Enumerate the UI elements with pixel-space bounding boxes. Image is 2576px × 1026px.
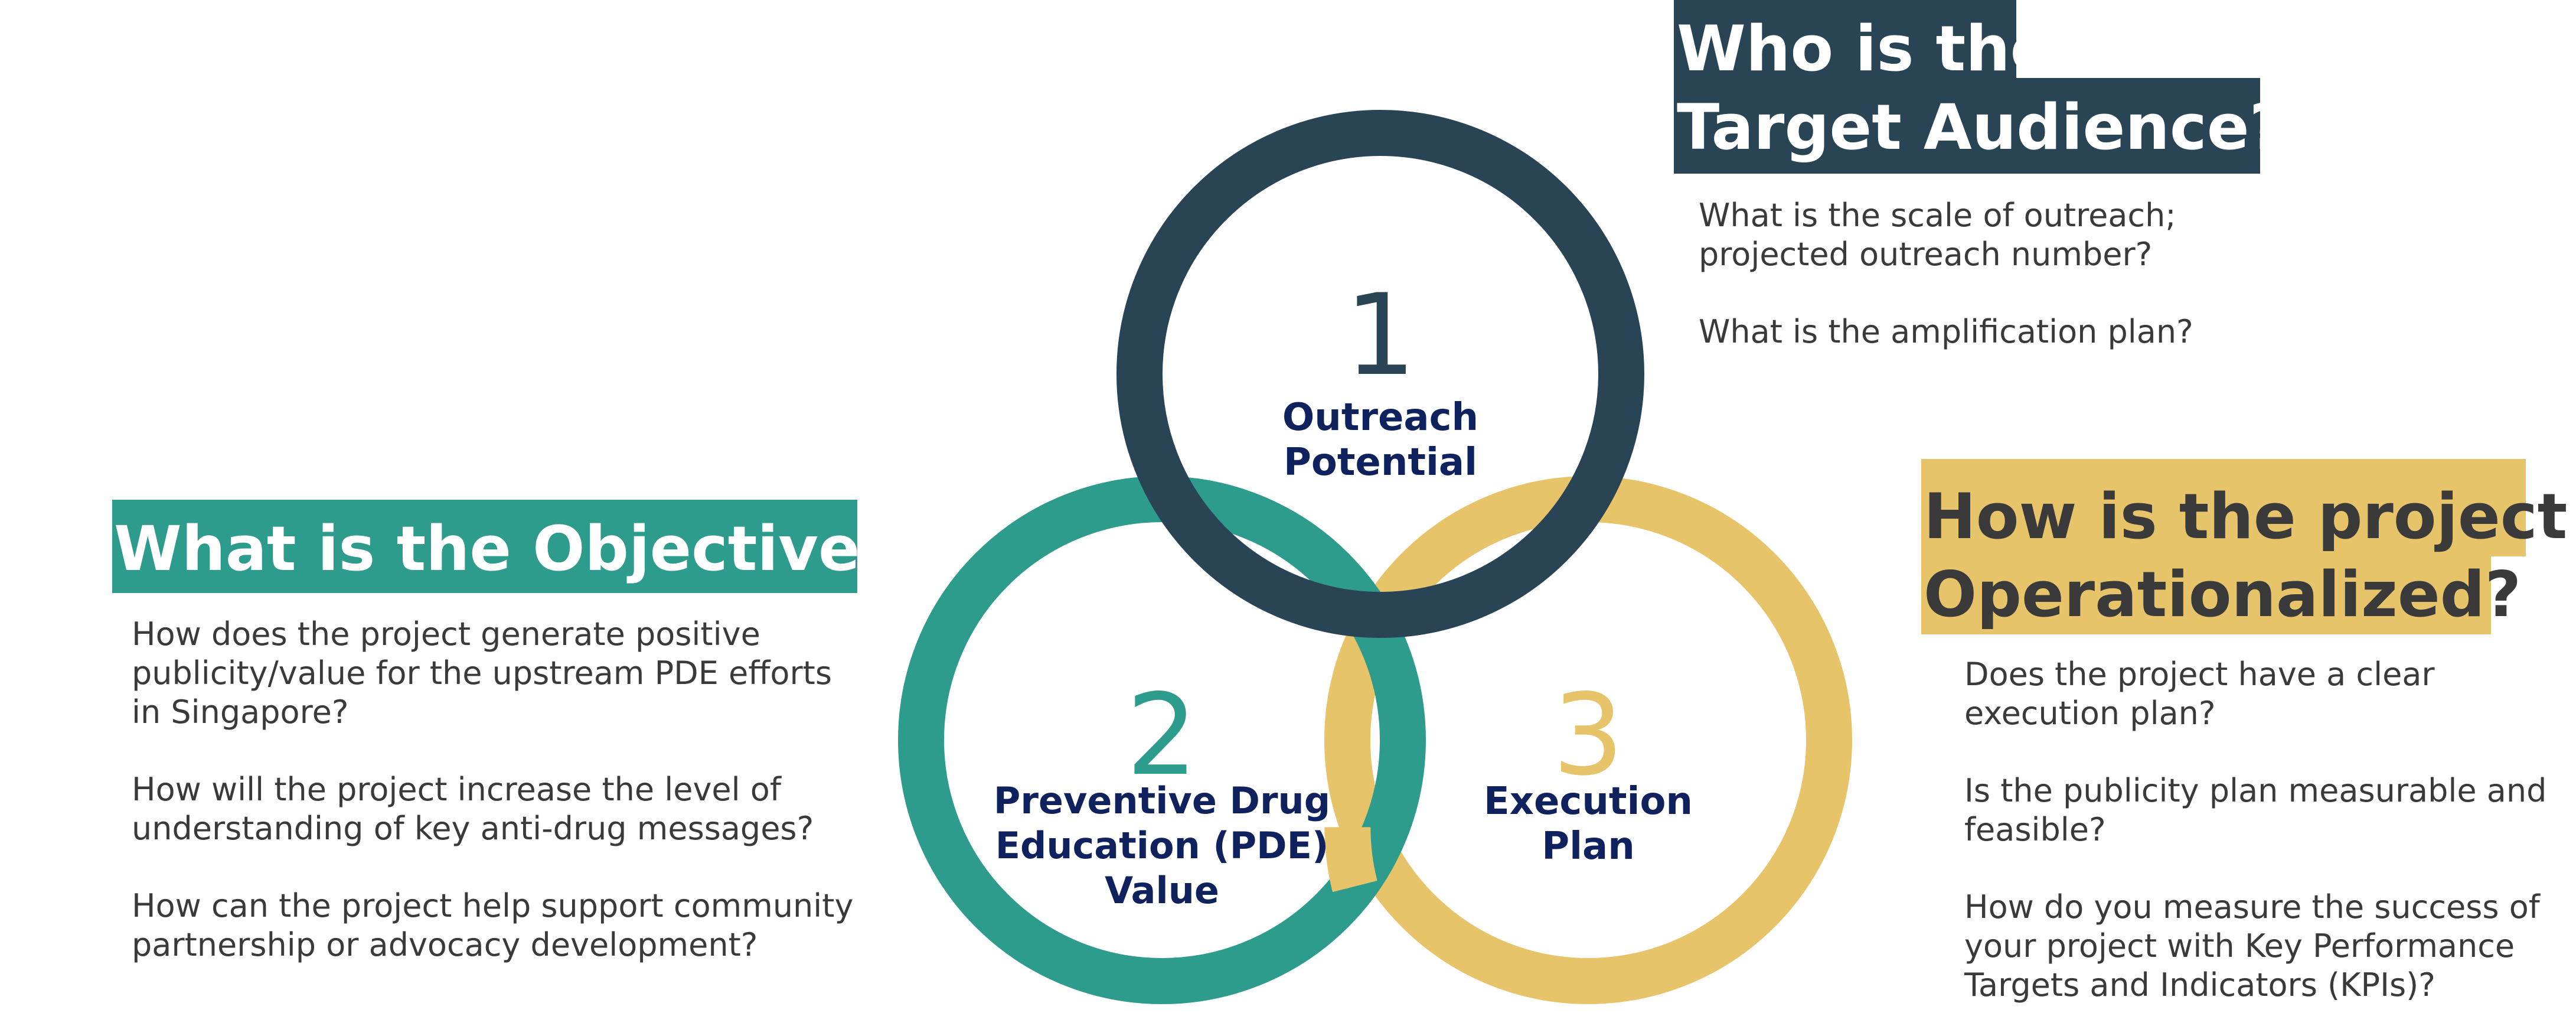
objective-question-1: How does the project generate positive p…: [132, 615, 832, 731]
target-heading-line-2: Target Audience?: [1677, 91, 2286, 164]
operational-heading-highlight-1: [1921, 459, 2526, 556]
operational-question-1: Does the project have a clear execution …: [1964, 656, 2435, 732]
objective-heading: What is the Objective?: [114, 513, 896, 585]
circle-2-label-line-3: Value: [1105, 869, 1219, 912]
circle-3-label-line-1: Execution: [1484, 780, 1693, 823]
ring-overlap-segment: [1324, 826, 1377, 893]
operational-heading-line-1: How is the project: [1924, 480, 2568, 553]
target-heading-highlight-2: [1674, 78, 2260, 174]
target-heading-highlight-1: [1674, 0, 2016, 78]
circle-2-label-line-1: Preventive Drug: [994, 779, 1330, 822]
circle-1-number: 1: [1345, 270, 1416, 400]
operational-question-3: How do you measure the success of your p…: [1964, 888, 2540, 1004]
circle-3-label-line-2: Plan: [1542, 825, 1635, 868]
circle-2-label-line-2: Education (PDE): [995, 824, 1329, 867]
operational-heading-highlight-2: [1921, 556, 2491, 634]
operational-heading-line-2: Operationalized?: [1924, 558, 2522, 631]
objective-questions: How does the project generate positive p…: [132, 615, 864, 965]
objective-question-3: How can the project help support communi…: [132, 887, 854, 963]
ring-outreach-potential: [1116, 110, 1644, 638]
operational-question-2: Is the publicity plan measurable and fea…: [1964, 772, 2547, 848]
target-question-1: What is the scale of outreach; projected…: [1699, 197, 2176, 273]
circle-2-number: 2: [1127, 670, 1198, 800]
operational-questions: Does the project have a clear execution …: [1964, 655, 2567, 1005]
target-questions: What is the scale of outreach; projected…: [1699, 196, 2242, 351]
target-heading-line-1: Who is the: [1677, 12, 2053, 85]
objective-question-2: How will the project increase the level …: [132, 771, 814, 847]
target-question-2: What is the amplification plan?: [1699, 313, 2193, 350]
objective-heading-highlight: [112, 500, 857, 593]
circle-1-label-line-2: Potential: [1284, 441, 1477, 484]
circle-3-number: 3: [1553, 670, 1624, 800]
circle-1-label-line-1: Outreach: [1282, 396, 1478, 439]
